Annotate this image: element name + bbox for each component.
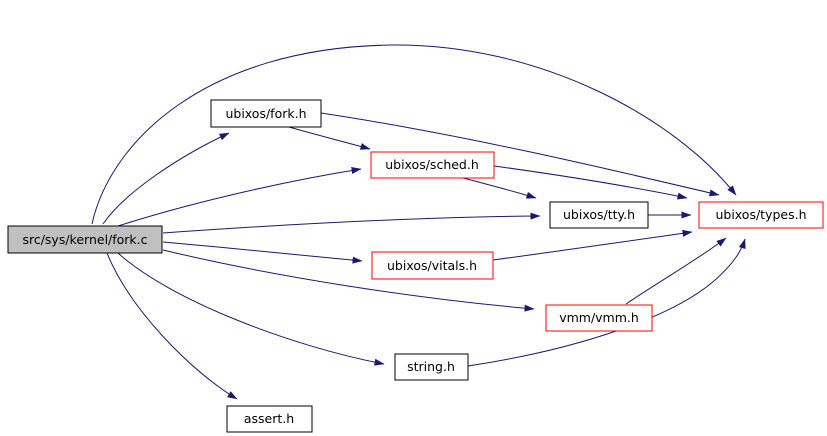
node-schedh[interactable]: ubixos/sched.h (370, 151, 495, 179)
edge-forkh-to-typesh (320, 112, 720, 197)
node-asserth-label: assert.h (244, 411, 294, 426)
node-schedh-label: ubixos/sched.h (385, 157, 479, 172)
edge-layer (91, 44, 746, 400)
edge-forkc-to-schedh (117, 167, 362, 227)
node-vitalsh-label: ubixos/vitals.h (387, 258, 477, 273)
node-asserth[interactable]: assert.h (226, 405, 313, 433)
edge-vitalsh-to-typesh (492, 229, 693, 261)
node-stringh[interactable]: string.h (394, 353, 469, 381)
edge-forkc-to-asserth (106, 252, 238, 400)
edge-forkc-to-forkh (102, 132, 230, 225)
node-vitalsh[interactable]: ubixos/vitals.h (371, 251, 494, 280)
node-stringh-label: string.h (407, 359, 455, 374)
node-forkh-box[interactable] (210, 99, 322, 128)
node-vmmh-label: vmm/vmm.h (559, 310, 639, 325)
node-forkh-label: ubixos/fork.h (225, 106, 306, 121)
node-ttyh-box[interactable] (549, 201, 649, 229)
edge-forkc-to-vmmh (162, 249, 535, 312)
edge-forkc-to-vitalsh (162, 241, 363, 264)
edge-stringh-to-typesh (467, 238, 746, 367)
node-forkc: src/sys/kernel/fork.c (7, 225, 163, 254)
node-schedh-box[interactable] (370, 151, 495, 179)
node-vitalsh-box[interactable] (371, 251, 494, 280)
node-forkh[interactable]: ubixos/fork.h (210, 99, 322, 128)
node-forkc-label: src/sys/kernel/fork.c (22, 232, 147, 247)
node-forkc-box (7, 225, 163, 254)
node-vmmh-box[interactable] (545, 304, 653, 332)
node-typesh[interactable]: ubixos/types.h (698, 201, 824, 229)
node-ttyh-label: ubixos/tty.h (563, 207, 635, 222)
edge-forkc-to-typesh (91, 44, 737, 225)
node-stringh-box[interactable] (394, 353, 469, 381)
edge-vmmh-to-typesh (625, 237, 727, 305)
node-vmmh[interactable]: vmm/vmm.h (545, 304, 653, 332)
edge-forkc-to-stringh (117, 252, 385, 366)
edge-forkh-to-schedh (288, 126, 371, 150)
node-typesh-label: ubixos/types.h (715, 207, 806, 222)
edge-forkc-to-ttyh (162, 212, 541, 234)
node-typesh-box[interactable] (698, 201, 824, 229)
node-asserth-box[interactable] (226, 405, 313, 433)
node-ttyh[interactable]: ubixos/tty.h (549, 201, 649, 229)
edge-schedh-to-ttyh (462, 177, 537, 199)
edge-schedh-to-typesh (493, 165, 688, 200)
